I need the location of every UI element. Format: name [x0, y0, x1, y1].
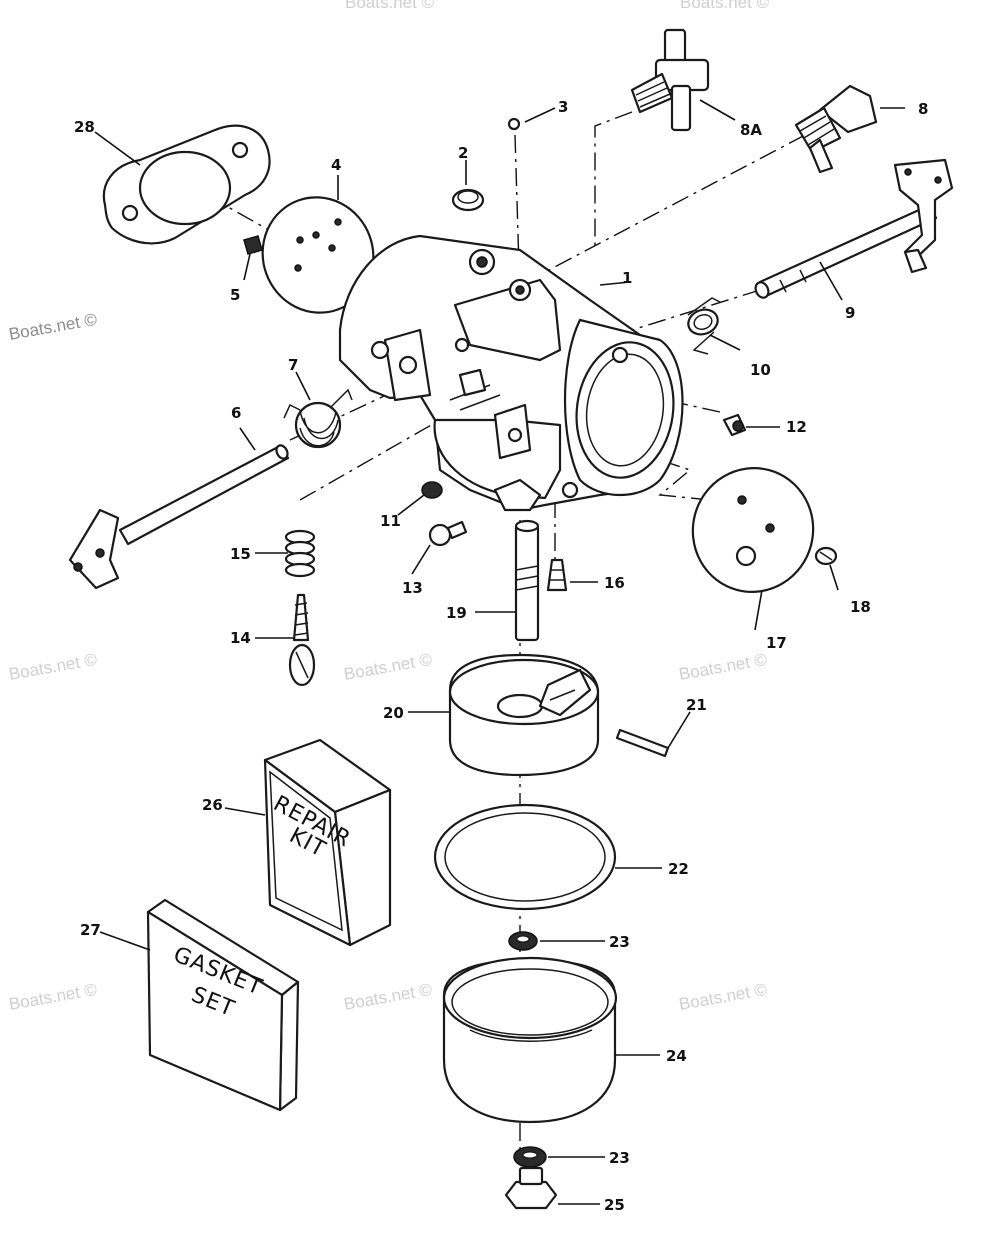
check-ball: [507, 117, 521, 131]
idle-screw: [428, 520, 468, 547]
float-bowl: [442, 956, 618, 1124]
callout-21: 21: [686, 696, 707, 714]
watermark: Boats.net ©: [677, 980, 768, 1014]
gasket-set-envelope: GASKET SET: [146, 898, 300, 1112]
shaft-spring: [687, 297, 721, 355]
callout-16: 16: [604, 574, 625, 592]
throttle-shaft: [754, 158, 954, 299]
watermark: Boats.net ©: [7, 310, 98, 344]
washer: [513, 1146, 547, 1168]
callout-14: 14: [230, 629, 251, 647]
watermark: Boats.net ©: [7, 650, 98, 684]
callout-9: 9: [845, 304, 855, 322]
callout-1: 1: [622, 269, 632, 287]
plate-screw: [243, 235, 263, 255]
watermark: Boats.net ©: [680, 0, 770, 12]
repair-kit-box: REPAIR KIT: [263, 738, 392, 947]
callout-20: 20: [383, 704, 404, 722]
callout-26: 26: [202, 796, 223, 814]
carburetor-body: [338, 234, 684, 512]
washer: [508, 931, 538, 951]
callout-11: 11: [380, 512, 401, 530]
watermark: Boats.net ©: [345, 0, 435, 12]
callout-5: 5: [230, 286, 240, 304]
bowl-nut: [504, 1166, 558, 1210]
callout-3: 3: [558, 98, 568, 116]
float-pin: [615, 728, 670, 758]
callout-19: 19: [446, 604, 467, 622]
welch-plug: [451, 188, 485, 212]
callout-6: 6: [231, 404, 241, 422]
gasket-flange: [102, 124, 271, 245]
watermark: Boats.net ©: [342, 650, 433, 684]
elbow-fitting: [794, 84, 878, 174]
callout-8: 8: [918, 100, 928, 118]
callout-24: 24: [666, 1047, 687, 1065]
choke-plate: [691, 467, 815, 593]
callout-7: 7: [288, 356, 298, 374]
callout-12: 12: [786, 418, 807, 436]
callout-15: 15: [230, 545, 251, 563]
leader-lines: [94, 99, 905, 1205]
callout-25: 25: [604, 1196, 625, 1214]
callout-22: 22: [668, 860, 689, 878]
callout-8a: 8A: [740, 121, 762, 139]
callout-4: 4: [331, 156, 341, 174]
callout-10: 10: [750, 361, 771, 379]
bowl-gasket: [433, 803, 617, 911]
watermark: Boats.net ©: [7, 980, 98, 1014]
callout-27: 27: [80, 921, 101, 939]
watermark: Boats.net ©: [677, 650, 768, 684]
callout-2: 2: [458, 144, 468, 162]
needle-spring: [284, 529, 316, 578]
callout-23: 23: [609, 1149, 630, 1167]
body-screw: [421, 481, 443, 499]
tee-fitting: [630, 28, 710, 132]
callout-numbers: 1 2 3 4 5 6 7 8 8A 9 10 11 12 13 14 15 1…: [74, 98, 928, 1214]
choke-screw: [814, 546, 838, 566]
mixture-needle: [288, 593, 316, 687]
choke-shaft: [68, 444, 290, 590]
nozzle-tube: [514, 519, 540, 642]
throttle-plate: [261, 196, 375, 314]
callout-28: 28: [74, 118, 95, 136]
float: [448, 653, 600, 777]
shaft-screw: [722, 413, 747, 437]
callout-17: 17: [766, 634, 787, 652]
main-jet: [546, 558, 568, 592]
callout-23: 23: [609, 933, 630, 951]
watermark: Boats.net ©: [342, 980, 433, 1014]
choke-spring: [283, 388, 353, 449]
callout-13: 13: [402, 579, 423, 597]
callout-18: 18: [850, 598, 871, 616]
